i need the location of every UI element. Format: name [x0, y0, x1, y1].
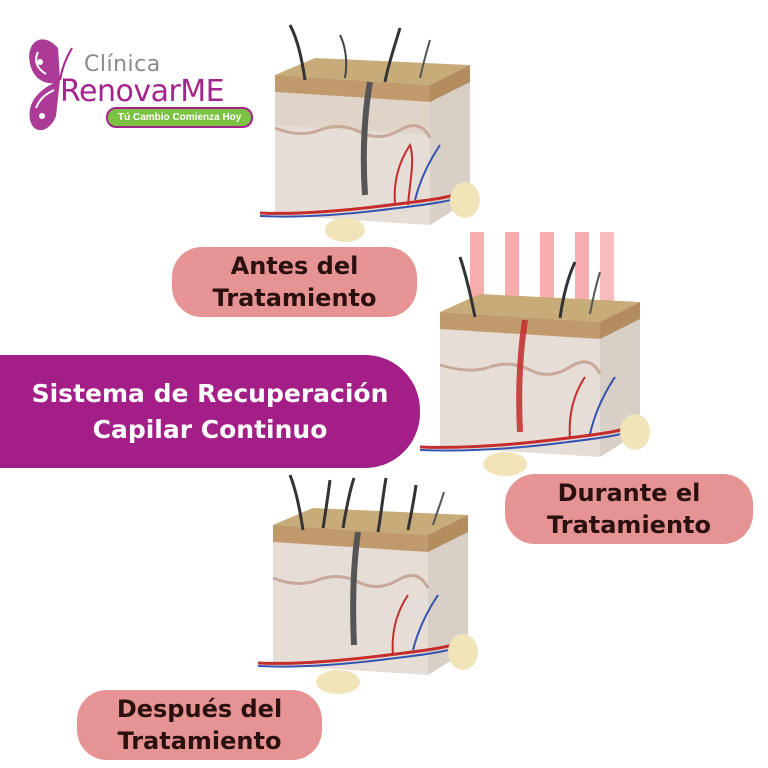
title-banner: Sistema de Recuperación Capilar Continuo [0, 355, 420, 468]
skin-diagram-before [260, 24, 480, 242]
stage-after-line2: Tratamiento [117, 727, 282, 755]
butterfly-icon [29, 39, 73, 131]
stage-during-line2: Tratamiento [547, 511, 711, 539]
stage-label-before: Antes del Tratamiento [172, 247, 417, 317]
stage-before-line2: Tratamiento [212, 284, 377, 312]
clinic-logo: Clínica RenovarME Tú Cambio Comienza Hoy [20, 28, 270, 148]
skin-diagram-during [420, 232, 650, 476]
banner-title-line1: Sistema de Recuperación [31, 378, 389, 408]
stage-during-line1: Durante el [557, 479, 701, 507]
logo-clinic-word: Clínica [84, 52, 161, 77]
skin-diagram-after [258, 474, 478, 694]
stage-before-line1: Antes del [230, 252, 359, 280]
stage-label-after: Después del Tratamiento [77, 690, 322, 760]
stage-label-during: Durante el Tratamiento [505, 474, 753, 544]
logo-tagline: Tú Cambio Comienza Hoy [106, 107, 254, 128]
stage-after-line1: Después del [116, 695, 283, 723]
banner-title-line2: Capilar Continuo [92, 414, 328, 444]
logo-brand-name: RenovarME [60, 74, 225, 109]
